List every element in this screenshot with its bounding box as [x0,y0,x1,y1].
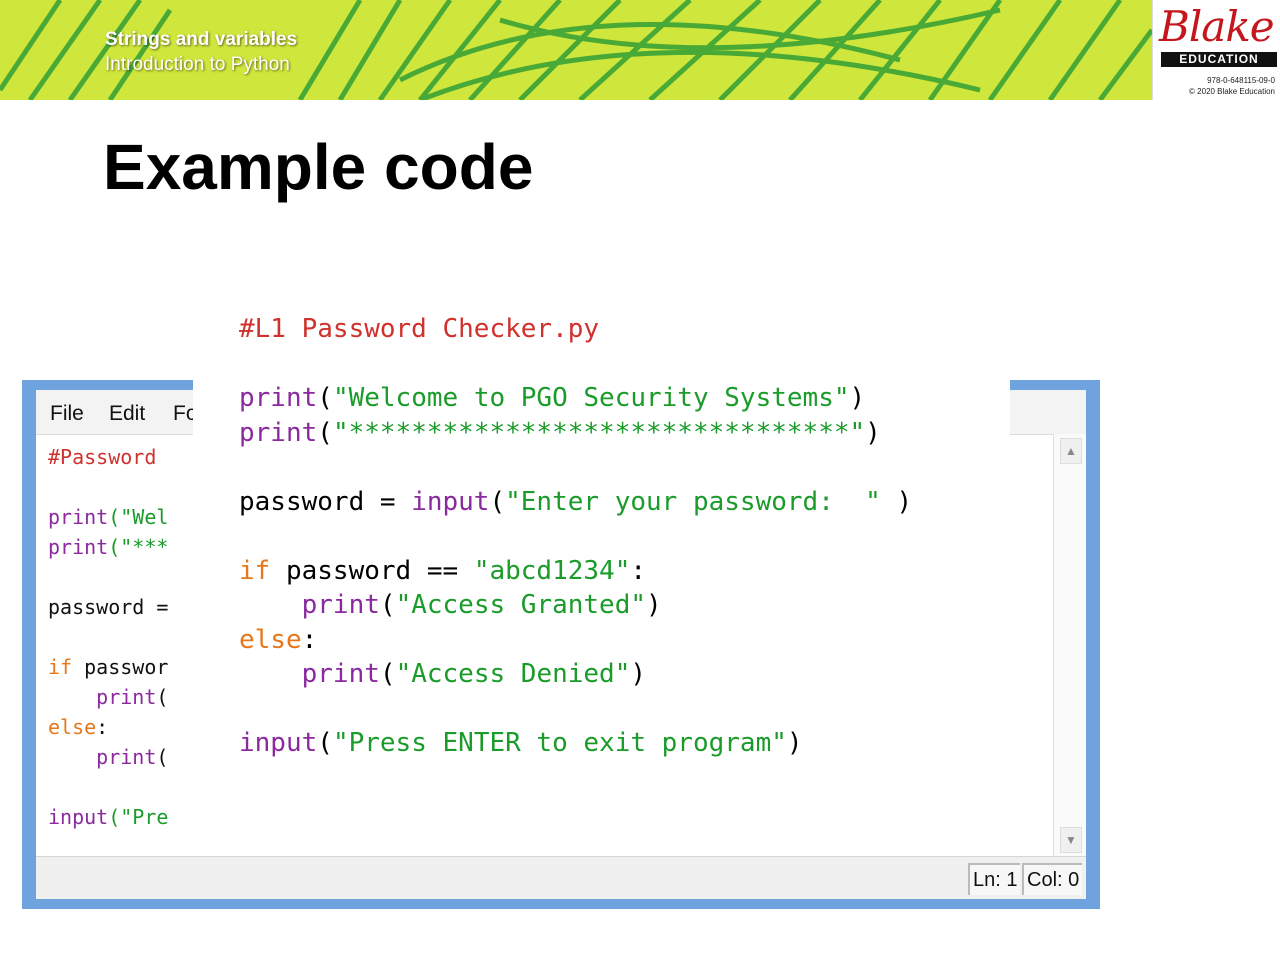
banner-text: Strings and variables Introduction to Py… [105,28,297,78]
code-punct: ( [317,383,333,413]
background-code-line [48,772,168,802]
code-keyword: print [301,659,380,689]
publisher-logo: Blake EDUCATION 978-0-648115-09-0 © 2020… [1152,0,1280,100]
slide-title: Example code [103,131,534,203]
background-code-rest: : [96,715,109,739]
code-overlay-panel: #L1 Password Checker.py print("Welcome t… [193,300,1010,820]
logo-word: Blake [1159,2,1275,51]
status-column: Col: 0 [1022,863,1083,895]
background-code-line: print( [48,682,168,712]
code-string: "Enter your password: " [505,486,881,517]
code-keyword: input [239,728,318,758]
code-indent [239,659,302,689]
vertical-scrollbar[interactable]: ▲ ▼ [1053,434,1086,857]
background-code-line: input("Pre [48,802,168,832]
background-code-line: password = [48,592,168,622]
background-code-keyword: else [48,715,97,739]
code-text: password = [239,486,412,517]
code-listing: #L1 Password Checker.py print("Welcome t… [239,312,912,761]
background-code-line: else: [48,712,168,742]
background-code-line: if passwor [48,652,168,682]
status-line: Ln: 1 [968,863,1021,895]
status-bar: Ln: 1 Col: 0 [36,856,1086,899]
code-keyword: if [239,555,271,586]
background-code-rest: passwor [72,655,169,679]
background-code-keyword: print [48,535,109,559]
code-string: "Access Denied" [395,659,631,689]
code-punct: ) [630,659,647,689]
code-keyword: else [239,624,302,655]
code-punct: ( [489,486,506,517]
logo-education-bar: EDUCATION [1161,52,1277,67]
background-code-line [48,562,168,592]
scroll-up-arrow-icon[interactable]: ▲ [1060,438,1082,464]
logo-isbn: 978-0-648115-09-0 [1207,76,1275,85]
background-code-rest: ("*** [108,535,169,559]
code-keyword: print [239,417,318,448]
background-code-line [48,472,168,502]
background-code-text: #Password [48,445,157,469]
code-punct: ( [379,659,396,689]
banner-topic: Introduction to Python [105,54,290,75]
code-punct: ) [865,417,881,448]
background-code-text: password = [48,595,169,619]
code-punct: ) [880,486,913,517]
background-code-keyword: if [48,655,73,679]
code-comment: #L1 Password Checker.py [239,314,600,344]
header-banner: Strings and variables Introduction to Py… [0,0,1152,100]
background-code-line: #Password [48,442,168,472]
banner-pattern [0,0,1152,100]
code-keyword: print [301,590,380,620]
code-indent [239,590,302,620]
background-code-keyword: print [96,685,157,709]
background-code-rest: ("Pre [108,805,169,829]
code-punct: ) [646,590,662,620]
background-code-keyword: print [96,745,157,769]
code-punct: : [301,624,318,655]
logo-copyright: © 2020 Blake Education [1189,87,1275,96]
menu-file[interactable]: File [50,402,84,425]
code-string: "abcd1234" [473,555,631,586]
menu-format[interactable]: Fo [173,402,198,425]
background-code-line: print( [48,742,168,772]
code-punct: ( [379,590,396,620]
background-code-rest: ("Wel [108,505,169,529]
background-code-rest: ( [156,745,169,769]
code-keyword: print [239,383,318,413]
code-punct: ) [849,383,866,413]
menu-edit[interactable]: Edit [109,402,146,425]
code-punct: ) [786,728,803,758]
code-punct: ( [317,417,333,448]
background-code-line: print("Wel [48,502,168,532]
background-code-line [48,622,168,652]
code-string: "********************************" [332,417,866,448]
background-code-rest: ( [156,685,169,709]
code-punct: : [630,555,647,586]
code-string: "Access Granted" [395,590,647,620]
background-code-keyword: print [48,505,109,529]
code-string: "Welcome to PGO Security Systems" [332,383,850,413]
code-string: "Press ENTER to exit program" [332,728,787,758]
code-keyword: input [411,486,490,517]
scroll-down-arrow-icon[interactable]: ▼ [1060,827,1082,853]
background-code-line: print("*** [48,532,168,562]
banner-subject: Strings and variables [105,29,298,50]
code-text: password == [270,555,474,586]
code-punct: ( [317,728,333,758]
background-code-keyword: input [48,805,109,829]
